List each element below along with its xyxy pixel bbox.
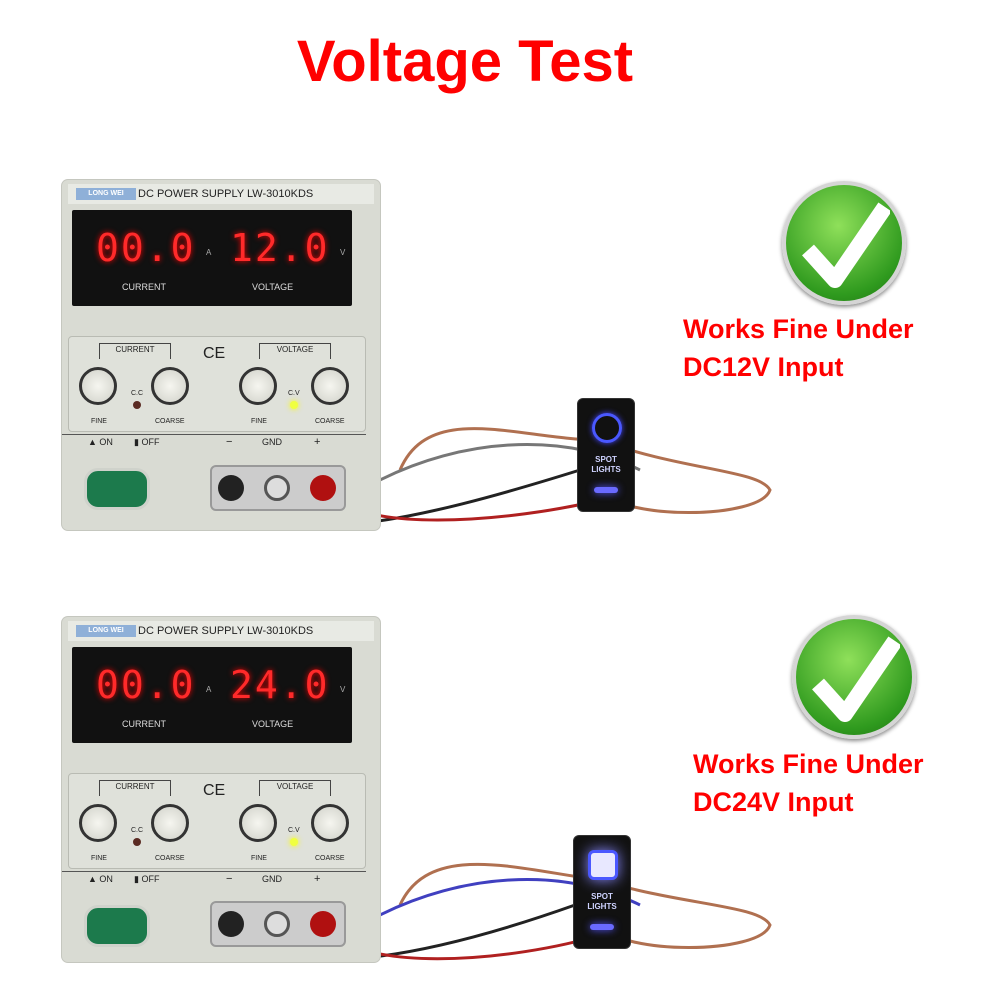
model-text: DC POWER SUPPLY LW-3010KDS bbox=[138, 188, 314, 200]
current-label: CURRENT bbox=[122, 719, 166, 729]
brand-logo: LONG WEI bbox=[76, 625, 136, 637]
voltage-coarse-knob[interactable] bbox=[311, 367, 349, 405]
ce-mark: CE bbox=[203, 345, 226, 362]
fine-label: FINE bbox=[251, 418, 267, 425]
current-fine-knob[interactable] bbox=[79, 804, 117, 842]
current-coarse-knob[interactable] bbox=[151, 804, 189, 842]
coarse-label: COARSE bbox=[155, 855, 185, 862]
voltage-readout: 24.0 bbox=[230, 663, 330, 707]
bottom-labels: ▲ ON ▮ OFF − GND + bbox=[62, 871, 366, 887]
current-group: CURRENT bbox=[99, 780, 171, 796]
current-unit: A bbox=[206, 685, 212, 694]
cv-label: C.V bbox=[288, 390, 300, 397]
positive-terminal[interactable] bbox=[310, 911, 336, 937]
power-button[interactable] bbox=[84, 905, 150, 947]
voltage-group: VOLTAGE bbox=[259, 343, 331, 359]
switch-indicator-light bbox=[590, 924, 614, 930]
cc-indicator bbox=[133, 401, 141, 409]
cc-label: C.C bbox=[131, 827, 144, 834]
result-line-2: DC24V Input bbox=[693, 787, 854, 817]
voltage-label: VOLTAGE bbox=[252, 282, 294, 292]
voltage-group: VOLTAGE bbox=[259, 780, 331, 796]
on-label: ▲ ON bbox=[88, 874, 113, 884]
spot-lights-switch[interactable]: SPOT LIGHTS bbox=[577, 398, 635, 512]
current-unit: A bbox=[206, 248, 212, 257]
on-label: ▲ ON bbox=[88, 437, 113, 447]
ground-terminal[interactable] bbox=[264, 911, 290, 937]
current-coarse-knob[interactable] bbox=[151, 367, 189, 405]
gnd-label: GND bbox=[262, 874, 282, 884]
voltage-readout: 12.0 bbox=[230, 226, 330, 270]
current-fine-knob[interactable] bbox=[79, 367, 117, 405]
spot-light-icon bbox=[592, 413, 622, 443]
brand-logo: LONG WEI bbox=[76, 188, 136, 200]
result-line-1: Works Fine Under bbox=[693, 749, 924, 779]
positive-terminal[interactable] bbox=[310, 475, 336, 501]
spot-lights-switch[interactable]: SPOT LIGHTS bbox=[573, 835, 631, 949]
result-line-2: DC12V Input bbox=[683, 352, 844, 382]
cc-indicator bbox=[133, 838, 141, 846]
voltage-unit: V bbox=[340, 248, 346, 257]
plus-label: + bbox=[314, 436, 321, 448]
gnd-label: GND bbox=[262, 437, 282, 447]
cc-label: C.C bbox=[131, 390, 144, 397]
off-label: ▮ OFF bbox=[134, 874, 160, 884]
switch-indicator-light bbox=[594, 487, 618, 493]
negative-terminal[interactable] bbox=[218, 911, 244, 937]
control-panel: CURRENT VOLTAGE CE FINE COARSE FINE COARSE… bbox=[68, 773, 366, 869]
plus-label: + bbox=[314, 873, 321, 885]
coarse-label: COARSE bbox=[155, 418, 185, 425]
voltage-fine-knob[interactable] bbox=[239, 804, 277, 842]
power-button[interactable] bbox=[84, 468, 150, 510]
ce-mark: CE bbox=[203, 782, 226, 799]
coarse-label: COARSE bbox=[315, 855, 345, 862]
current-readout: 00.0 bbox=[96, 663, 196, 707]
voltage-unit: V bbox=[340, 685, 346, 694]
fine-label: FINE bbox=[91, 418, 107, 425]
cv-indicator bbox=[290, 838, 298, 846]
switch-label: SPOT LIGHTS bbox=[591, 455, 621, 474]
bottom-labels: ▲ ON ▮ OFF − GND + bbox=[62, 434, 366, 450]
voltage-fine-knob[interactable] bbox=[239, 367, 277, 405]
control-panel: CURRENT VOLTAGE CE FINE COARSE FINE COARSE… bbox=[68, 336, 366, 432]
current-group: CURRENT bbox=[99, 343, 171, 359]
spot-light-icon bbox=[588, 850, 618, 880]
model-text: DC POWER SUPPLY LW-3010KDS bbox=[138, 625, 314, 637]
current-label: CURRENT bbox=[122, 282, 166, 292]
current-readout: 00.0 bbox=[96, 226, 196, 270]
voltage-coarse-knob[interactable] bbox=[311, 804, 349, 842]
switch-label: SPOT LIGHTS bbox=[587, 892, 617, 911]
minus-label: − bbox=[226, 436, 233, 448]
cv-label: C.V bbox=[288, 827, 300, 834]
output-terminals bbox=[210, 901, 346, 947]
voltage-label: VOLTAGE bbox=[252, 719, 294, 729]
result-line-1: Works Fine Under bbox=[683, 314, 914, 344]
off-label: ▮ OFF bbox=[134, 437, 160, 447]
fine-label: FINE bbox=[251, 855, 267, 862]
fine-label: FINE bbox=[91, 855, 107, 862]
page-title: Voltage Test bbox=[296, 29, 634, 94]
output-terminals bbox=[210, 465, 346, 511]
checkmark-icon bbox=[782, 181, 906, 305]
minus-label: − bbox=[226, 873, 233, 885]
cv-indicator bbox=[290, 401, 298, 409]
negative-terminal[interactable] bbox=[218, 475, 244, 501]
coarse-label: COARSE bbox=[315, 418, 345, 425]
checkmark-icon bbox=[792, 615, 916, 739]
ground-terminal[interactable] bbox=[264, 475, 290, 501]
